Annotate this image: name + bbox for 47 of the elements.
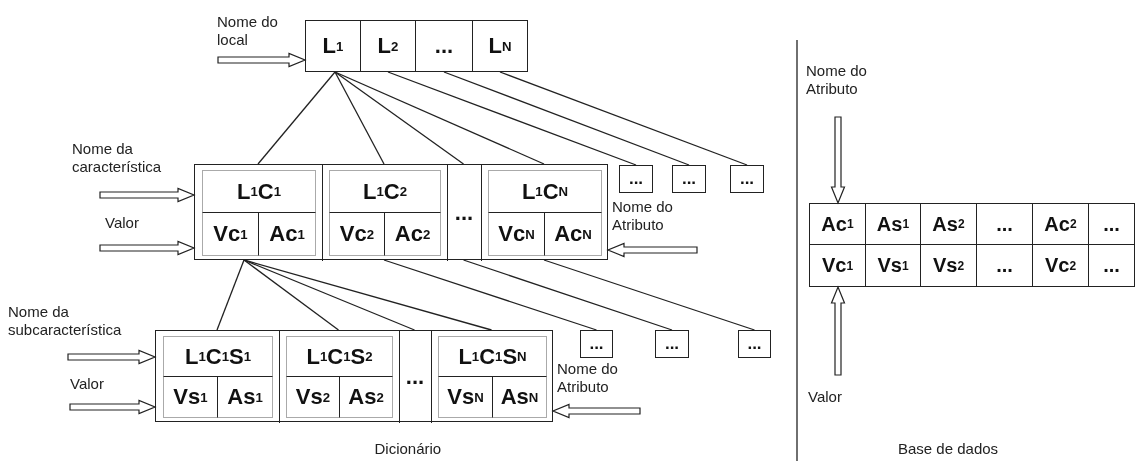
section-caption: Base de dados	[898, 440, 999, 457]
input-label: Nome do Atributo	[557, 360, 647, 400]
ellipsis-box: ...	[580, 330, 613, 358]
ellipsis-cell: ...	[399, 331, 432, 423]
input-label: Nome do Atributo	[612, 198, 702, 238]
record-table	[155, 330, 553, 422]
connector-line	[443, 71, 690, 166]
input-label: Nome da característica	[72, 140, 194, 180]
database-cell: ...	[1088, 203, 1135, 245]
index-cell: ...	[415, 20, 473, 72]
connector-line	[383, 259, 598, 331]
hollow-arrow	[830, 285, 846, 376]
ellipsis-box: ...	[619, 165, 653, 193]
connector-line	[257, 71, 336, 165]
connector-line	[543, 259, 756, 331]
hollow-arrow	[551, 403, 641, 419]
connector-line	[334, 71, 385, 165]
record-table	[194, 164, 608, 260]
connector-line	[243, 259, 493, 331]
input-label: Nome do Atributo	[806, 62, 896, 102]
connector-line	[243, 259, 340, 331]
connector-line	[243, 259, 416, 331]
ellipsis-box: ...	[655, 330, 689, 358]
ellipsis-cell: ...	[447, 165, 482, 261]
hollow-arrow	[217, 52, 307, 68]
ellipsis-box: ...	[738, 330, 771, 358]
input-label: Valor	[105, 214, 155, 234]
ellipsis-box: ...	[730, 165, 764, 193]
connector-line	[334, 71, 545, 165]
section-caption: Dicionário	[374, 440, 442, 457]
connector-line	[216, 259, 245, 331]
hollow-arrow	[830, 116, 846, 205]
hollow-arrow	[69, 399, 157, 415]
hollow-arrow	[99, 240, 196, 256]
hollow-arrow	[67, 349, 157, 365]
input-label: Valor	[808, 388, 858, 408]
hollow-arrow	[606, 242, 698, 258]
input-label: Nome do local	[217, 13, 307, 53]
input-label: Nome da subcaracterística	[8, 303, 158, 343]
connector-line	[334, 71, 465, 165]
connector-line	[462, 259, 673, 331]
database-cell: ...	[1088, 244, 1135, 287]
connector-line	[387, 71, 637, 166]
ellipsis-box: ...	[672, 165, 706, 193]
input-label: Valor	[70, 375, 120, 395]
connector-line	[499, 71, 748, 166]
hollow-arrow	[99, 187, 196, 203]
